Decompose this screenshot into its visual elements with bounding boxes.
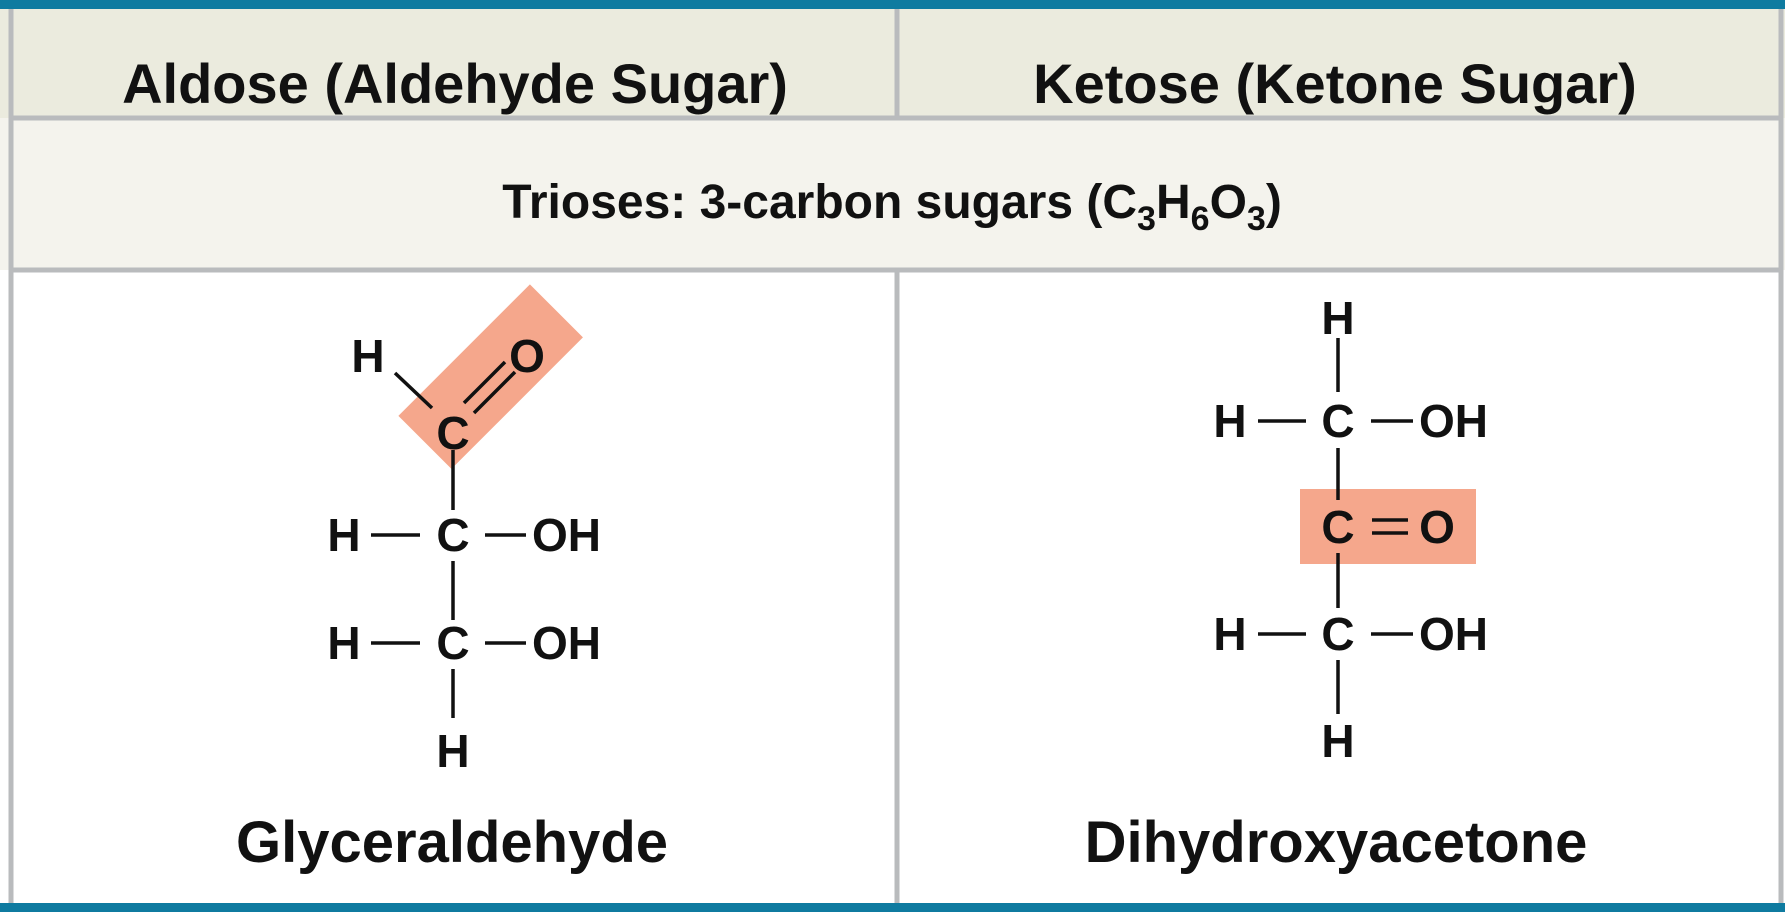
ketose-column-header: Ketose (Ketone Sugar) xyxy=(1033,52,1637,115)
atom-oh1: OH xyxy=(1419,395,1488,447)
trioses-row-label: Trioses: 3-carbon sugars (C3H6O3) xyxy=(502,176,1282,238)
atom-c1: C xyxy=(436,407,469,459)
dihydroxyacetone-structure: H H C OH C O H C OH H xyxy=(1213,292,1488,767)
dihydroxyacetone-name: Dihydroxyacetone xyxy=(1085,810,1588,875)
atom-c1: C xyxy=(1321,395,1354,447)
atom-bottom-h: H xyxy=(1321,715,1354,767)
atom-h2: H xyxy=(327,509,360,561)
atom-h1: H xyxy=(1213,395,1246,447)
top-border xyxy=(0,0,1785,9)
glyceraldehyde-name: Glyceraldehyde xyxy=(236,810,668,875)
subscript-c: 3 xyxy=(1137,200,1156,238)
atom-c3: C xyxy=(1321,608,1354,660)
subscript-o: 3 xyxy=(1247,200,1266,238)
row-label-background xyxy=(0,118,1785,270)
atom-c3: C xyxy=(436,617,469,669)
content-background xyxy=(0,270,1785,904)
subscript-h: 6 xyxy=(1191,200,1210,238)
row-label-prefix: Trioses: 3-carbon sugars (C xyxy=(502,176,1137,229)
ketone-group-highlight xyxy=(1300,489,1476,564)
atom-oh2: OH xyxy=(532,509,601,561)
atom-c2: C xyxy=(1321,501,1354,553)
double-bond-c1-o-a xyxy=(462,360,507,405)
atom-c2: C xyxy=(436,509,469,561)
atom-bottom-h: H xyxy=(436,725,469,777)
atom-carbonyl-o: O xyxy=(1419,501,1455,553)
glyceraldehyde-structure: H O C H C OH H C OH H xyxy=(327,284,601,777)
atom-carbonyl-o: O xyxy=(509,330,545,382)
header-background xyxy=(0,8,1785,118)
atom-oh3: OH xyxy=(1419,608,1488,660)
bottom-border xyxy=(0,903,1785,912)
aldose-column-header: Aldose (Aldehyde Sugar) xyxy=(122,52,788,115)
formula-o: O xyxy=(1210,176,1247,229)
atom-h3: H xyxy=(327,617,360,669)
bond-h-c1 xyxy=(393,371,434,410)
atom-top-h: H xyxy=(351,330,384,382)
atom-top-h: H xyxy=(1321,292,1354,344)
row-label-suffix: ) xyxy=(1266,176,1282,229)
formula-h: H xyxy=(1156,176,1191,229)
double-bond-c1-o-b xyxy=(472,370,517,415)
atom-oh3: OH xyxy=(532,617,601,669)
atom-h3: H xyxy=(1213,608,1246,660)
